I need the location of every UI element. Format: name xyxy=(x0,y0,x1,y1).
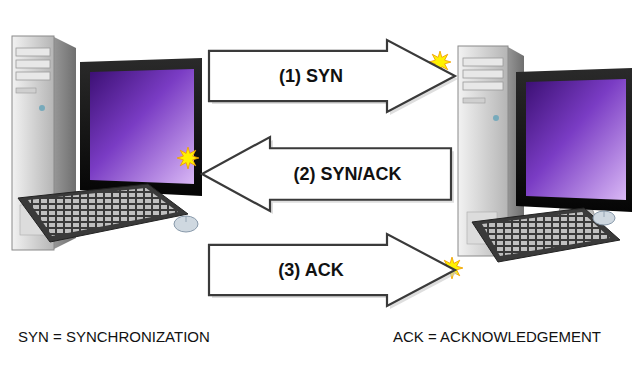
abbreviation-note: SYN = SYNCHRONIZATION xyxy=(18,328,210,345)
arrow-body: (1) SYN xyxy=(207,38,457,114)
arrow-label: (3) ACK xyxy=(278,260,343,281)
arrow-body: (3) ACK xyxy=(207,232,457,308)
block-arrow: (1) SYN xyxy=(207,38,457,114)
right-computer xyxy=(458,46,632,262)
abbreviation-note: ACK = ACKNOWLEDGEMENT xyxy=(393,328,601,345)
arrow-label: (1) SYN xyxy=(279,66,343,87)
arrow-label: (2) SYN/ACK xyxy=(293,164,401,185)
arrow-outline-path xyxy=(209,234,455,306)
left-computer xyxy=(12,36,202,250)
impact-burst xyxy=(177,147,199,169)
block-arrow: (2) SYN/ACK xyxy=(200,135,453,213)
arrow-outline-path xyxy=(202,137,451,211)
block-arrow: (3) ACK xyxy=(207,232,457,308)
arrow-outline-path xyxy=(209,40,455,112)
arrow-body: (2) SYN/ACK xyxy=(200,135,453,213)
